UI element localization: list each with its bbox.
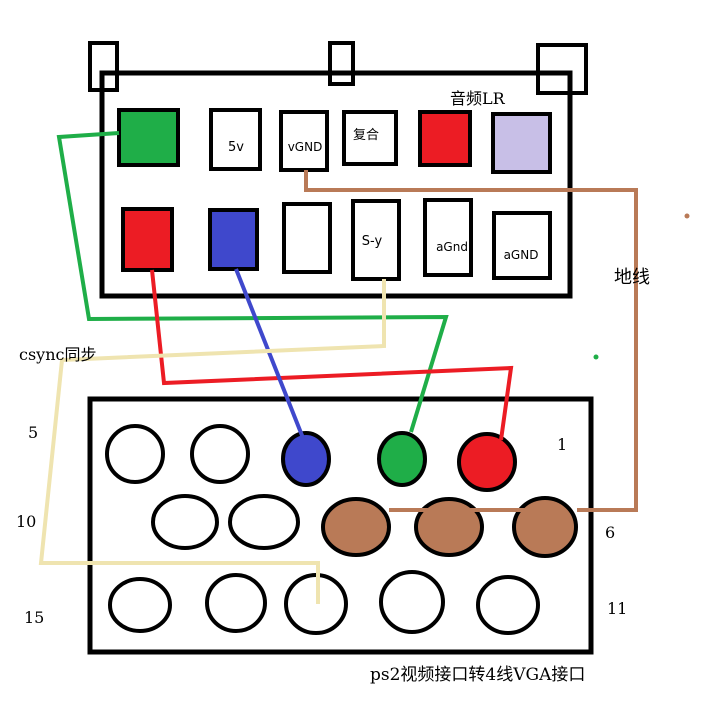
ps2-connector: 5v vGND 复合 S-y aGnd aGND 音频LR [88, 41, 588, 299]
wire-csync-cream [38, 279, 386, 604]
wire-blue [234, 268, 305, 439]
ps2-pin-composite [342, 110, 398, 166]
pin-label-vgnd: vGND [288, 140, 323, 154]
vga-pin-12 [379, 570, 445, 634]
vga-pin-11 [476, 575, 540, 635]
wire-ground-brown [304, 170, 638, 512]
vga-pin-number-5: 5 [28, 423, 38, 442]
ps2-pin-red-top [418, 110, 472, 167]
vga-pin-10 [151, 494, 219, 550]
ps2-pin-red [121, 207, 174, 272]
ps2-pin-green [117, 108, 180, 167]
stray-dot-green [593, 354, 599, 360]
ps2-pin-agnd-1 [423, 198, 473, 277]
pin-label-agnd-1: aGnd [436, 240, 468, 254]
vga-housing [87, 396, 594, 655]
pin-label-5v: 5v [228, 140, 244, 155]
vga-pin-number-15: 15 [24, 608, 44, 627]
diagram-title: ps2视频接口转4线VGA接口 [370, 665, 585, 685]
vga-pin-2-green [377, 431, 427, 487]
vga-pin-14 [205, 573, 267, 633]
ps2-housing [99, 70, 573, 299]
vga-pin-1-red [457, 432, 517, 492]
vga-pin-7-brown [414, 497, 484, 557]
audio-lr-label: 音频LR [450, 89, 506, 108]
csync-label: csync同步 [19, 345, 96, 364]
ps2-pin-5v [209, 108, 262, 171]
vga-pin-8-brown [321, 497, 391, 557]
vga-pin-15 [108, 577, 172, 633]
vga-pin-number-10: 10 [16, 512, 36, 531]
vga-pin-9 [228, 494, 300, 550]
vga-pin-number-11: 11 [607, 599, 627, 618]
vga-pin-number-1: 1 [557, 435, 567, 454]
ps2-pin-agnd-2 [492, 211, 552, 280]
pin-label-composite: 复合 [353, 128, 379, 143]
ps2-pin-blue [208, 208, 259, 271]
ps2-pin-blank [282, 202, 332, 274]
vga-pin-5 [105, 424, 165, 484]
wires [38, 131, 690, 604]
vga-pin-3-blue [281, 431, 331, 487]
pin-label-s-y: S-y [362, 234, 383, 249]
ps2-mount-tab-left [88, 41, 119, 92]
ps2-pin-lavender [491, 112, 552, 174]
stray-dot-brown [684, 213, 690, 219]
wire-green [56, 131, 449, 433]
ground-wire-label: 地线 [614, 267, 650, 288]
vga-pin-6-brown [512, 496, 578, 558]
vga-pin-4 [190, 424, 250, 484]
vga-pin-number-6: 6 [605, 523, 615, 542]
pin-label-agnd-2: aGND [504, 248, 539, 262]
ps2-mount-tab-right [536, 43, 588, 95]
ps2-pin-s-y [351, 199, 401, 281]
wire-red [150, 269, 514, 441]
ps2-mount-tab-center [328, 41, 355, 86]
vga-connector [87, 396, 594, 655]
